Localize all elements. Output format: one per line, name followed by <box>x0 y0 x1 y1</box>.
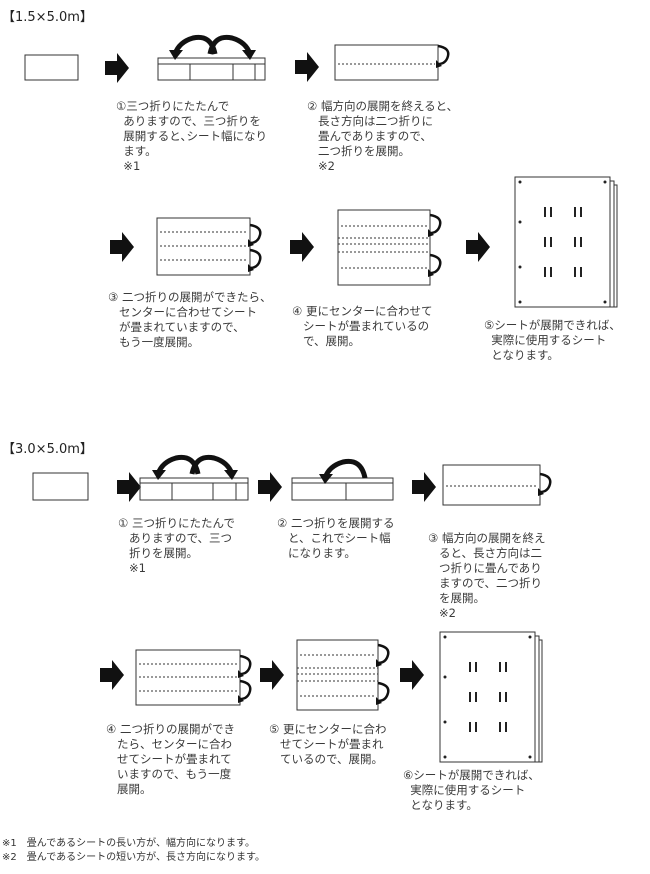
step-caption: ③ 二つ折りの展開ができたら、 センターに合わせてシート が畳まれていますので、… <box>108 290 272 349</box>
center-fold-sheet-icon <box>135 649 241 706</box>
unfold-arrow-icon <box>210 37 256 60</box>
unfold-arrow-icon <box>319 461 365 484</box>
right-arrow-icon <box>289 231 315 263</box>
right-arrow-icon <box>465 231 491 263</box>
step-caption: ⑤シートが展開できれば、 実際に使用するシート となります。 <box>484 318 621 362</box>
trifold-sheet-icon <box>157 57 266 81</box>
unfolded-sheet-icon <box>514 176 618 308</box>
half-fold-sheet-icon <box>442 464 541 506</box>
folded-sheet-icon <box>24 54 79 81</box>
right-arrow-icon <box>99 659 125 691</box>
center-fold-sheet-icon <box>156 217 251 276</box>
right-arrow-icon <box>104 52 130 84</box>
step-caption: ⑤ 更にセンターに合わ せてシートが畳まれ ているので、展開。 <box>269 722 387 766</box>
center-fold-sheet-icon <box>296 639 379 711</box>
unfolded-sheet-icon <box>439 631 543 763</box>
step-caption: ① 三つ折りにたたんで ありますので、三つ 折りを展開。 ※1 <box>118 516 235 575</box>
step-caption: ⑥シートが展開できれば、 実際に使用するシート となります。 <box>403 768 540 812</box>
footnote: ※1 畳んであるシートの長い方が、幅方向になります。 <box>2 838 255 849</box>
center-fold-sheet-icon <box>337 209 431 286</box>
right-arrow-icon <box>116 471 142 503</box>
step-caption: ④ 二つ折りの展開ができ たら、センターに合わ せてシートが畳まれて いますので… <box>106 722 235 796</box>
step-caption: ③ 幅方向の展開を終え ると、長さ方向は二 つ折りに畳んであり ますので、二つ折… <box>428 531 546 620</box>
right-arrow-icon <box>399 659 425 691</box>
step-caption: ①三つ折りにたたんで ありますので、三つ折りを 展開すると､シート幅になり ます… <box>116 99 268 173</box>
section-title: 【1.5×5.0m】 <box>2 10 93 25</box>
half-fold-sheet-icon <box>291 477 394 501</box>
half-fold-sheet-icon <box>334 44 439 81</box>
footnote: ※2 畳んであるシートの短い方が、長さ方向になります。 <box>2 852 265 863</box>
unfold-arrow-icon <box>169 37 215 60</box>
right-arrow-icon <box>294 51 320 83</box>
right-arrow-icon <box>257 471 283 503</box>
folded-sheet-icon <box>32 472 89 501</box>
step-caption: ② 二つ折りを展開する と、これでシート幅 になります。 <box>277 516 395 560</box>
step-caption: ② 幅方向の展開を終えると、 長さ方向は二つ折りに 畳んでありますので、 二つ折… <box>307 99 459 173</box>
right-arrow-icon <box>411 471 437 503</box>
right-arrow-icon <box>259 659 285 691</box>
section-title: 【3.0×5.0m】 <box>2 442 93 457</box>
step-caption: ④ 更にセンターに合わせて シートが畳まれているの で、展開。 <box>292 304 433 348</box>
right-arrow-icon <box>109 231 135 263</box>
trifold-sheet-icon <box>139 477 249 501</box>
